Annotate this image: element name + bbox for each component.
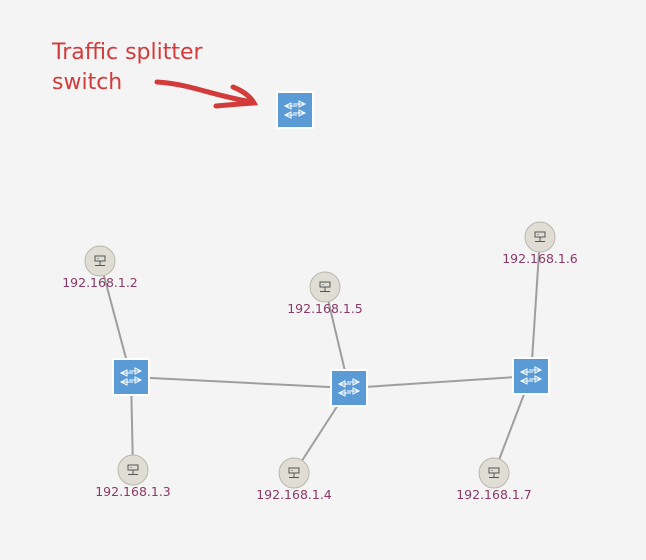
- hand-drawn-arrow: [154, 79, 259, 109]
- annotation-line-1: Traffic splitter: [52, 40, 203, 65]
- annotation-line-2: switch: [52, 70, 123, 95]
- host-ip-label: 192.168.1.6: [502, 251, 578, 266]
- host-ip-label: 192.168.1.3: [95, 484, 171, 499]
- host-ip-label: 192.168.1.4: [256, 487, 332, 502]
- host-ip-label: 192.168.1.7: [456, 487, 532, 502]
- link-sw-right-h6: [530, 236, 541, 377]
- host-h6[interactable]: 192.168.1.6: [502, 221, 578, 266]
- host-h7[interactable]: 192.168.1.7: [456, 457, 532, 502]
- host-h5[interactable]: 192.168.1.5: [287, 271, 363, 316]
- host-h3[interactable]: 192.168.1.3: [95, 454, 171, 499]
- host-h4[interactable]: 192.168.1.4: [256, 457, 332, 502]
- switch-right[interactable]: [512, 357, 550, 395]
- annotation-label: Traffic splitter switch: [52, 38, 203, 98]
- switch-center[interactable]: [330, 369, 368, 407]
- link-sw-left-h2: [99, 260, 132, 378]
- host-ip-label: 192.168.1.5: [287, 301, 363, 316]
- traffic-splitter-switch[interactable]: [276, 91, 314, 129]
- link-sw-center-sw-right: [348, 375, 532, 389]
- link-sw-left-sw-center: [130, 376, 350, 389]
- nodes: 192.168.1.2 192.168.1.3 192.168.1.5 192.168…: [62, 91, 578, 502]
- host-ip-label: 192.168.1.2: [62, 275, 138, 290]
- host-h2[interactable]: 192.168.1.2: [62, 245, 138, 290]
- switch-left[interactable]: [112, 358, 150, 396]
